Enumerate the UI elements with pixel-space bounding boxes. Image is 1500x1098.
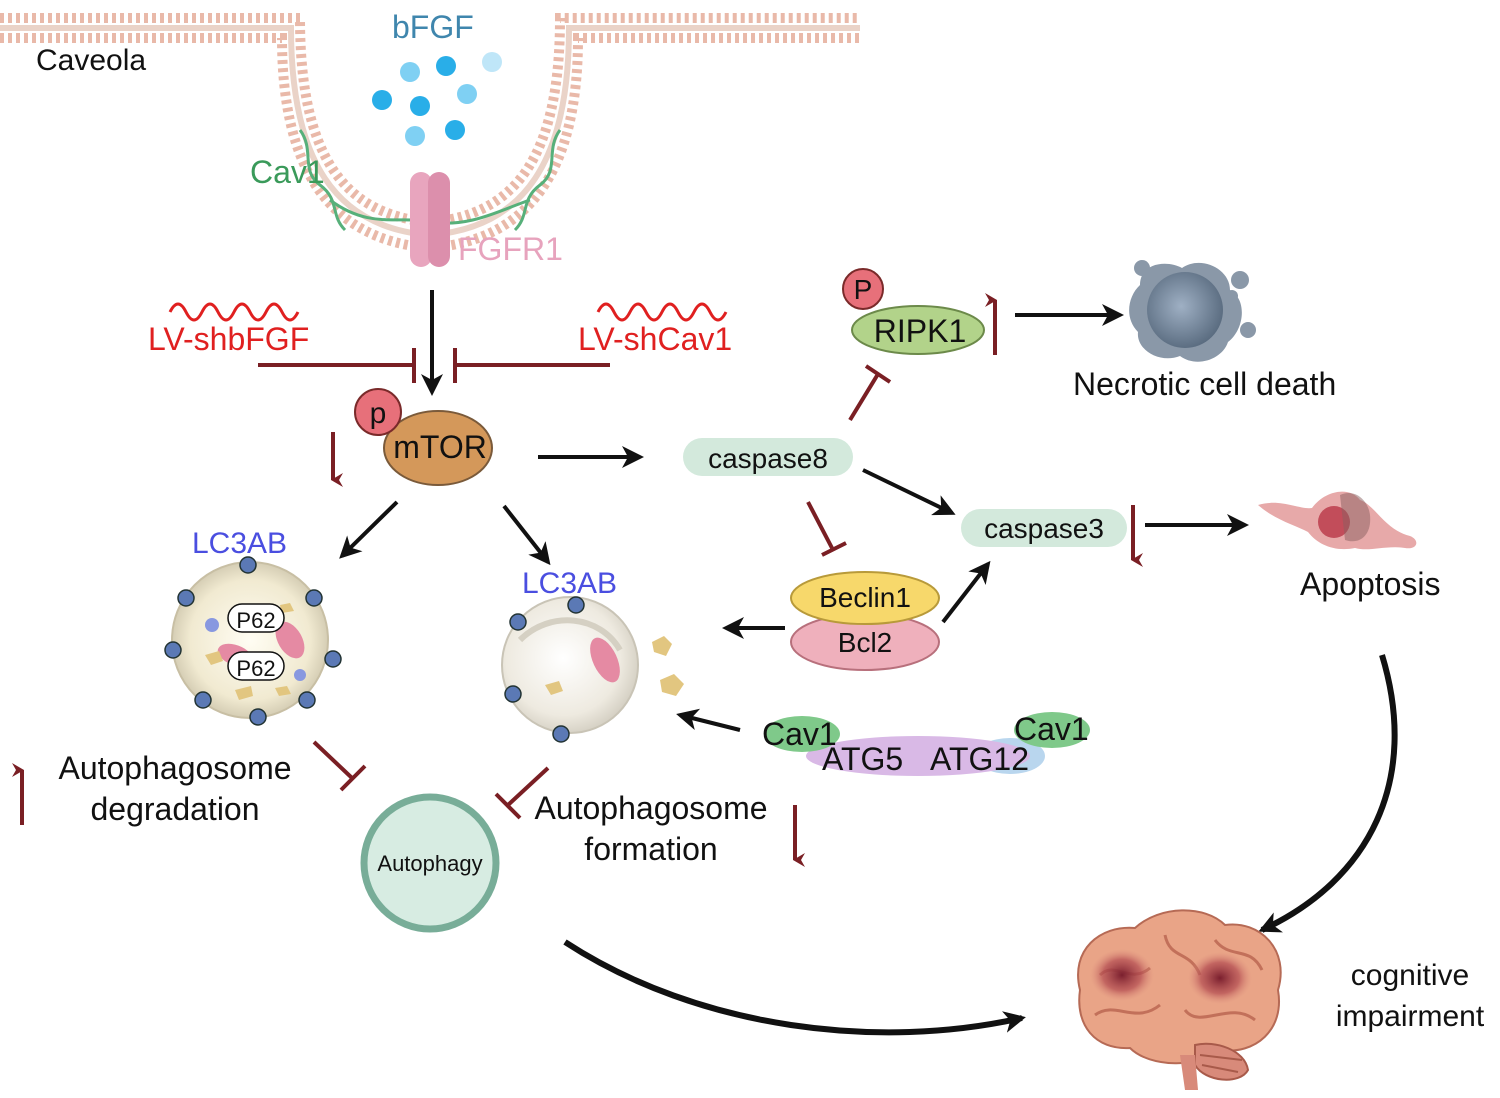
arrow-mtor-formation [502,504,551,566]
ripk1-phospho-label: P [854,274,873,305]
shbfgf-inhibition [258,348,416,383]
autophagosome-icon [501,596,684,743]
formation-inhibits-autophagy [494,766,550,820]
arrow-mtor-degradation [339,500,399,559]
cav1-atg5-label: Cav1 [762,716,837,752]
degradation-line2: degradation [90,791,259,827]
mtor-label: mTOR [393,429,487,465]
atg5-label: ATG5 [822,741,903,777]
autophagy-label: Autophagy [377,851,482,876]
caspase3-label: caspase3 [984,513,1104,544]
bcl2-label: Bcl2 [838,627,892,658]
arrow-atg-formation [676,708,741,732]
apoptotic-cell-icon [1258,491,1417,550]
arrow-beclin1-caspase3 [941,560,991,624]
mtor-phospho-label: p [370,397,387,430]
arrow-autophagy-cognitive [563,939,1026,1036]
fgfr1-label: FGFR1 [458,231,563,267]
lc3ab-right-label: LC3AB [522,567,617,600]
cognitive-line2: impairment [1336,1000,1485,1033]
autophagy-node [360,793,500,933]
p62-bottom-label: P62 [236,656,275,681]
necrotic-cell-icon [1129,260,1256,362]
beclin1-node [790,571,940,625]
shbfgf-squiggle [168,302,300,322]
bfgf-molecules [372,52,502,146]
lv-shbfgf-label: LV-shbFGF [148,321,309,357]
mtor-phospho-badge [354,388,402,436]
degradation-line1: Autophagosome [58,750,291,786]
shcav1-squiggle [596,302,728,322]
apoptosis-label: Apoptosis [1300,566,1441,602]
caspase8-label: caspase8 [708,443,828,474]
arrow-caspase8-caspase3 [862,468,956,516]
cav1-membrane-label: Cav1 [250,154,325,190]
caspase8-inhibits-beclin1 [806,501,847,557]
fgfr1-receptor [410,172,450,267]
atg-complex [764,712,1090,776]
cav1-atg12-label: Cav1 [1014,711,1089,747]
formation-line2: formation [584,831,717,867]
ripk1-node [851,305,985,355]
shcav1-inhibition [453,348,610,383]
necrotic-label: Necrotic cell death [1073,366,1336,402]
ripk1-label: RIPK1 [874,313,966,349]
arrow-apoptosis-cognitive [1258,654,1398,933]
mtor-node [383,410,493,486]
ripk1-phospho-badge [842,268,884,310]
caveola-label: Caveola [36,44,146,77]
autophagolysosome-icon [164,556,342,726]
cognitive-line1: cognitive [1351,959,1469,992]
caspase3-node [961,509,1127,547]
lc3ab-left-label: LC3AB [192,527,287,560]
caspase8-inhibits-ripk1 [848,364,892,422]
beclin1-label: Beclin1 [819,582,911,613]
lv-shcav1-label: LV-shCav1 [578,321,732,357]
atg12-label: ATG12 [930,741,1029,777]
p62-top-label: P62 [236,608,275,633]
caspase8-node [683,438,853,476]
degradation-inhibits-autophagy [312,740,367,792]
bfgf-label: bFGF [392,9,474,45]
brain-icon [1077,909,1282,1090]
formation-line1: Autophagosome [534,790,767,826]
